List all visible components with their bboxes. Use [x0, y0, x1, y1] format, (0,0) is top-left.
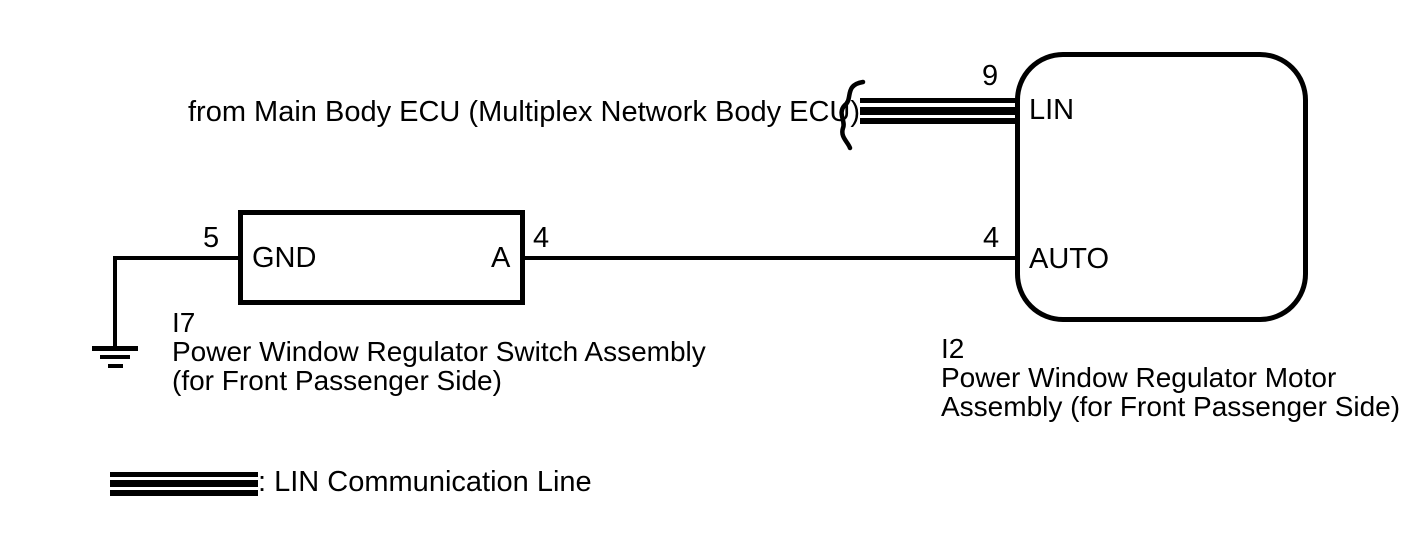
pin-gnd-label: GND [252, 242, 317, 274]
motor-assembly-box [1015, 52, 1308, 322]
pin-auto-label: AUTO [1029, 243, 1110, 275]
gnd-wire-horizontal [113, 256, 242, 260]
auto-wire [523, 256, 1017, 260]
switch-assembly-name-line2: (for Front Passenger Side) [172, 365, 502, 396]
ground-symbol-icon [92, 346, 138, 370]
pin-4-switch-label: 4 [533, 222, 550, 254]
pin-5-label: 5 [203, 222, 220, 254]
from-ecu-label: from Main Body ECU (Multiplex Network Bo… [188, 96, 861, 128]
motor-assembly-label-block: I2 Power Window Regulator Motor Assembly… [941, 334, 1400, 421]
lin-wire [860, 98, 1017, 124]
switch-assembly-label-block: I7 Power Window Regulator Switch Assembl… [172, 308, 706, 395]
gnd-wire-vertical [113, 256, 117, 348]
switch-assembly-name-line1: Power Window Regulator Switch Assembly [172, 336, 706, 367]
pin-9-label: 9 [982, 60, 999, 92]
wire-continuation-squiggle-icon [839, 79, 866, 151]
pin-lin-label: LIN [1029, 94, 1075, 126]
connector-i2-code: I2 [941, 333, 965, 364]
legend-lin-line-swatch [110, 472, 258, 496]
legend-label: : LIN Communication Line [258, 466, 592, 498]
connector-i7-code: I7 [172, 307, 196, 338]
motor-assembly-name-line1: Power Window Regulator Motor [941, 362, 1337, 393]
pin-a-label: A [491, 242, 511, 274]
pin-4-motor-label: 4 [983, 222, 1000, 254]
motor-assembly-name-line2: Assembly (for Front Passenger Side) [941, 391, 1401, 422]
